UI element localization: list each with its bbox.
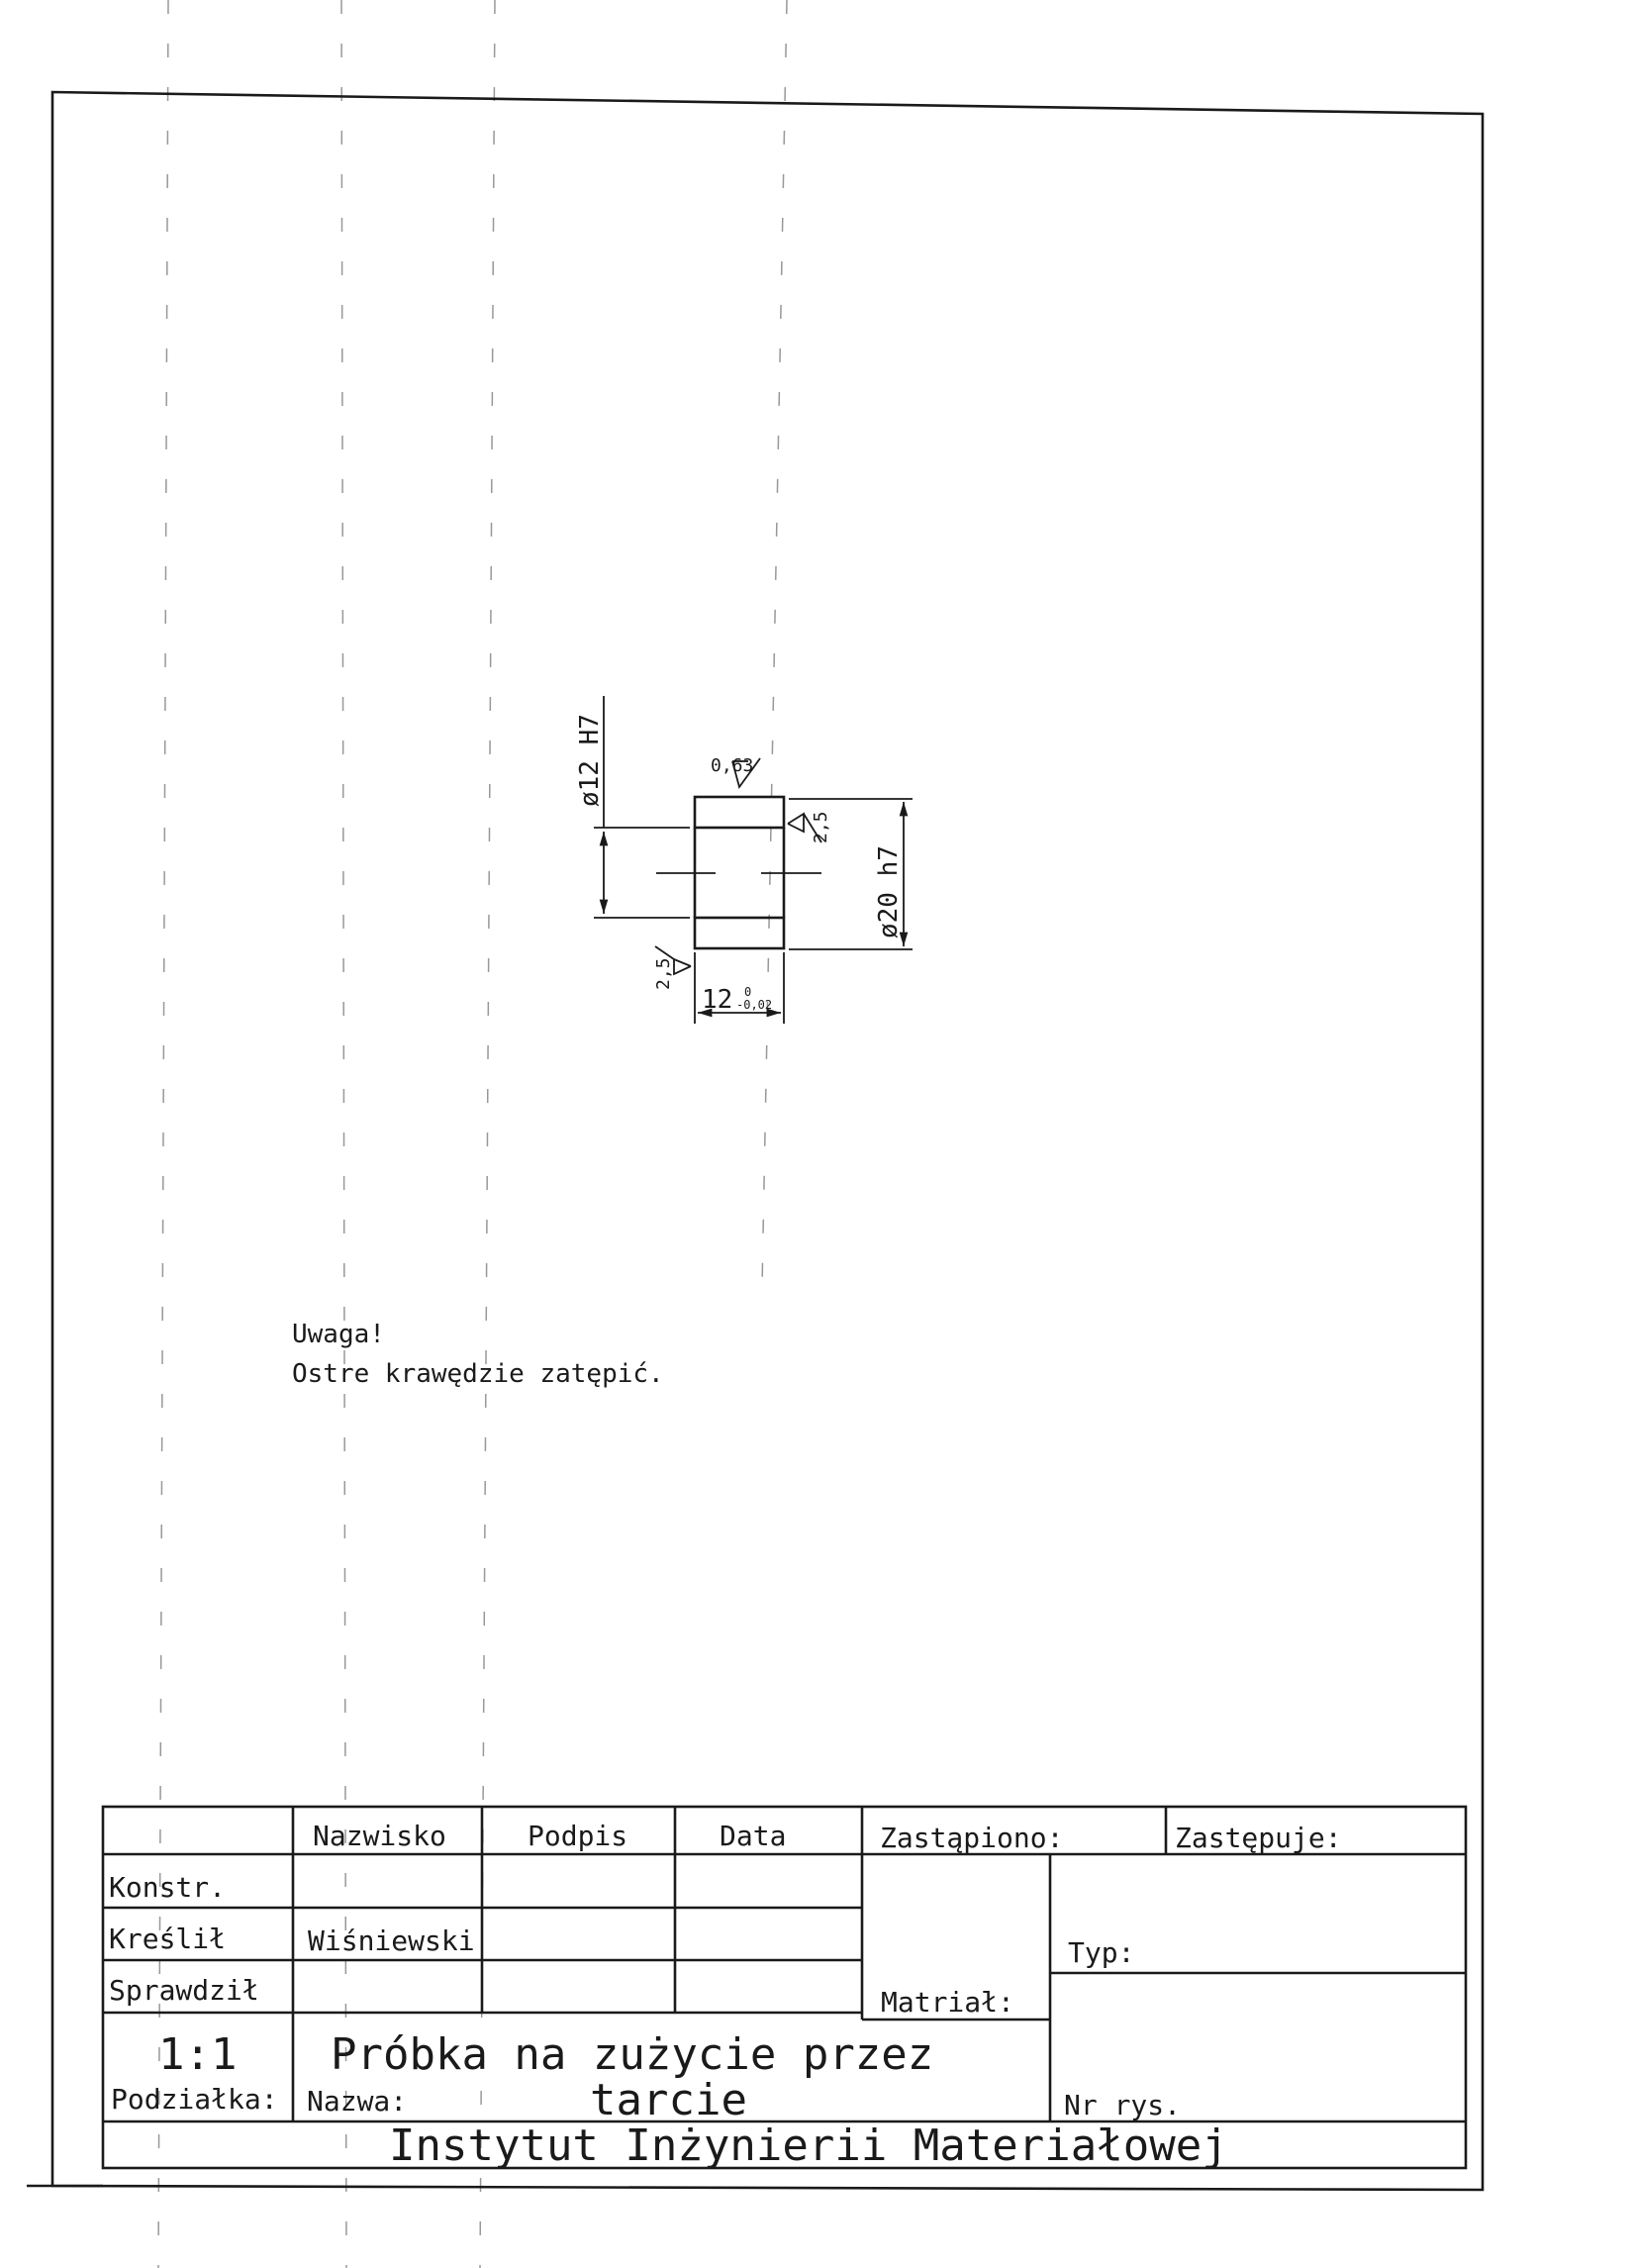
hatched-wall-top [693,795,786,830]
header-zastapiono: Zastąpiono: [880,1822,1063,1854]
type-label: Typ: [1068,1936,1134,1969]
drawing-number-label: Nr rys. [1064,2089,1181,2121]
roughness-symbol-left: 2,5 [653,945,692,990]
dim-outer-diameter: ø20 h7 [874,845,904,938]
part-section-view: ø12 H7 ø20 h7 12 0 -0,02 0,63 2,5 2,5 [575,696,913,1024]
tol-upper: 0 [744,985,751,999]
roughness-symbol-top: 0,63 [711,755,761,790]
dim-inner-diameter: ø12 H7 [575,714,605,807]
name-label: Nazwa: [307,2085,407,2118]
header-data: Data [720,1820,786,1852]
sheet-frame [50,90,1485,2192]
institute-name: Instytut Inżynierii Materiałowej [389,2120,1228,2171]
note-title: Uwaga! [292,1320,385,1349]
row-label-sprawdzil: Sprawdził [109,1974,259,2007]
tol-lower: -0,02 [736,998,772,1012]
scale-label: Podziałka: [111,2083,278,2116]
header-podpis: Podpis [528,1820,627,1852]
material-label: Matriał: [881,1986,1014,2019]
roughness-top-value: 0,63 [711,755,753,776]
row-label-kreslil: Kreślił [109,1923,226,1955]
row-label-konstr: Konstr. [109,1871,226,1904]
scale-value: 1:1 [158,2029,237,2080]
roughness-left-value: 2,5 [653,957,674,990]
dim-length: 12 [702,985,732,1015]
roughness-right-value: 2,5 [811,811,831,843]
hatched-wall-bottom [693,916,786,950]
drawing-name-line2: tarcie [590,2075,747,2125]
row-name-kreslil: Wiśniewski [308,1924,475,1957]
roughness-symbol-right: 2,5 [787,811,831,843]
scan-artifacts [157,0,788,2268]
title-block: Nazwisko Podpis Data Zastąpiono: Zastępu… [101,1805,1468,2171]
note-text: Ostre krawędzie zatępić. [292,1359,664,1389]
header-zastepuje: Zastępuje: [1175,1822,1342,1854]
drawing-name-line1: Próbka na zużycie przez [331,2029,933,2080]
header-nazwisko: Nazwisko [313,1820,446,1852]
